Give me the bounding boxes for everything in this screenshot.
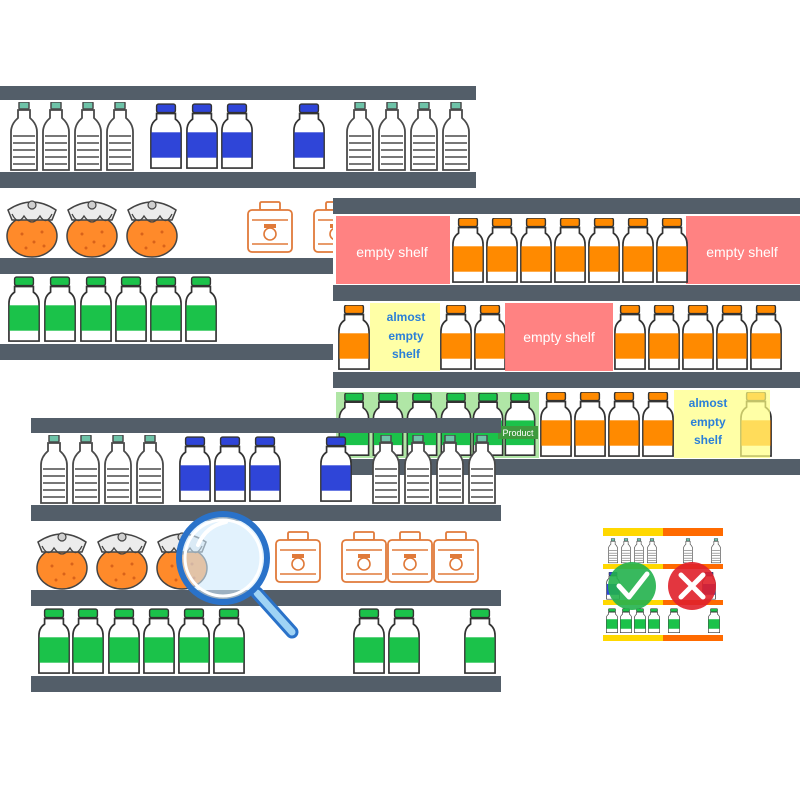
almost-empty-label: almost	[689, 396, 728, 410]
almost-empty-label: empty	[690, 415, 726, 429]
store-shelf-top-left	[0, 86, 476, 360]
empty-shelf-zone	[505, 303, 613, 371]
water-bottle-group	[10, 102, 134, 171]
empty-shelf-label: empty shelf	[356, 244, 428, 260]
empty-shelf-label: empty shelf	[523, 329, 595, 345]
blue-bottle-group	[150, 103, 325, 169]
cross-icon	[668, 562, 716, 610]
almost-empty-label: empty	[388, 329, 424, 343]
magnifier-icon	[176, 511, 299, 639]
comparison-thumbnail	[603, 528, 723, 641]
almost-empty-label: almost	[387, 310, 426, 324]
empty-shelf-label: empty shelf	[706, 244, 778, 260]
almost-empty-label: shelf	[694, 433, 723, 447]
water-bottle-group	[346, 102, 470, 171]
check-icon	[608, 562, 656, 610]
almost-empty-shelf-zone	[370, 303, 440, 371]
empty-shelf-zone	[336, 216, 450, 284]
green-bottle-group	[8, 276, 217, 342]
store-shelf-bottom-left	[31, 418, 501, 692]
canister-group	[275, 531, 479, 583]
almost-empty-label: shelf	[392, 347, 421, 361]
jam-jar-group	[6, 200, 178, 258]
empty-shelf-zone	[686, 216, 800, 284]
product-label-fragment: Product	[502, 428, 534, 438]
almost-empty-shelf-zone	[674, 390, 770, 458]
